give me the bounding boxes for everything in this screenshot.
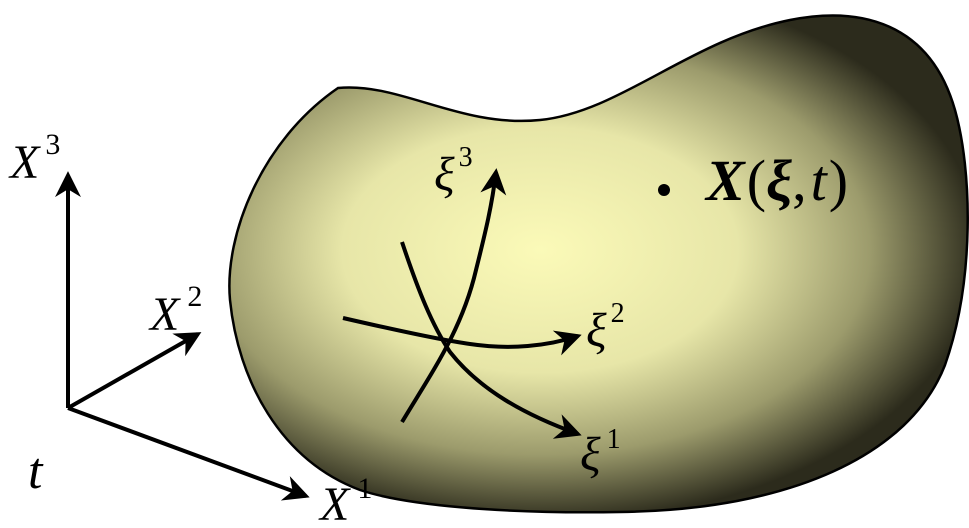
position-X: X: [704, 148, 746, 213]
position-comma: ,: [792, 148, 807, 213]
xi2-label-base: ξ: [586, 304, 607, 357]
xi1-label-sup: 1: [607, 424, 621, 455]
xi2-curve: [342, 316, 582, 356]
position-xi: ξ: [766, 148, 792, 213]
xi3-label-base: ξ: [434, 148, 455, 201]
xi1-label-base: ξ: [580, 428, 601, 481]
xi3-label-sup: 3: [459, 142, 473, 173]
time-label: t: [28, 443, 44, 500]
x1-label-base: X: [318, 478, 351, 528]
curvilinear-coordinates: [342, 168, 582, 439]
global-axes: [55, 171, 310, 501]
position-lparen: (: [747, 148, 766, 213]
xi3-curve: [400, 168, 507, 424]
x2-label-base: X: [148, 288, 181, 341]
x1-label-sup: 1: [357, 472, 372, 505]
material-body: [228, 14, 969, 514]
x1-axis: [67, 406, 310, 501]
position-label: X(ξ,t): [704, 148, 848, 213]
x2-axis: [67, 332, 202, 410]
xi2-label-sup: 2: [611, 298, 625, 329]
x3-label-base: X: [8, 136, 41, 189]
position-t: t: [811, 148, 829, 213]
xi1-curve: [400, 241, 582, 439]
x2-label-sup: 2: [187, 280, 202, 313]
position-rparen: ): [829, 148, 848, 213]
material-point-dot: [658, 184, 670, 196]
x3-label-sup: 3: [45, 128, 60, 161]
